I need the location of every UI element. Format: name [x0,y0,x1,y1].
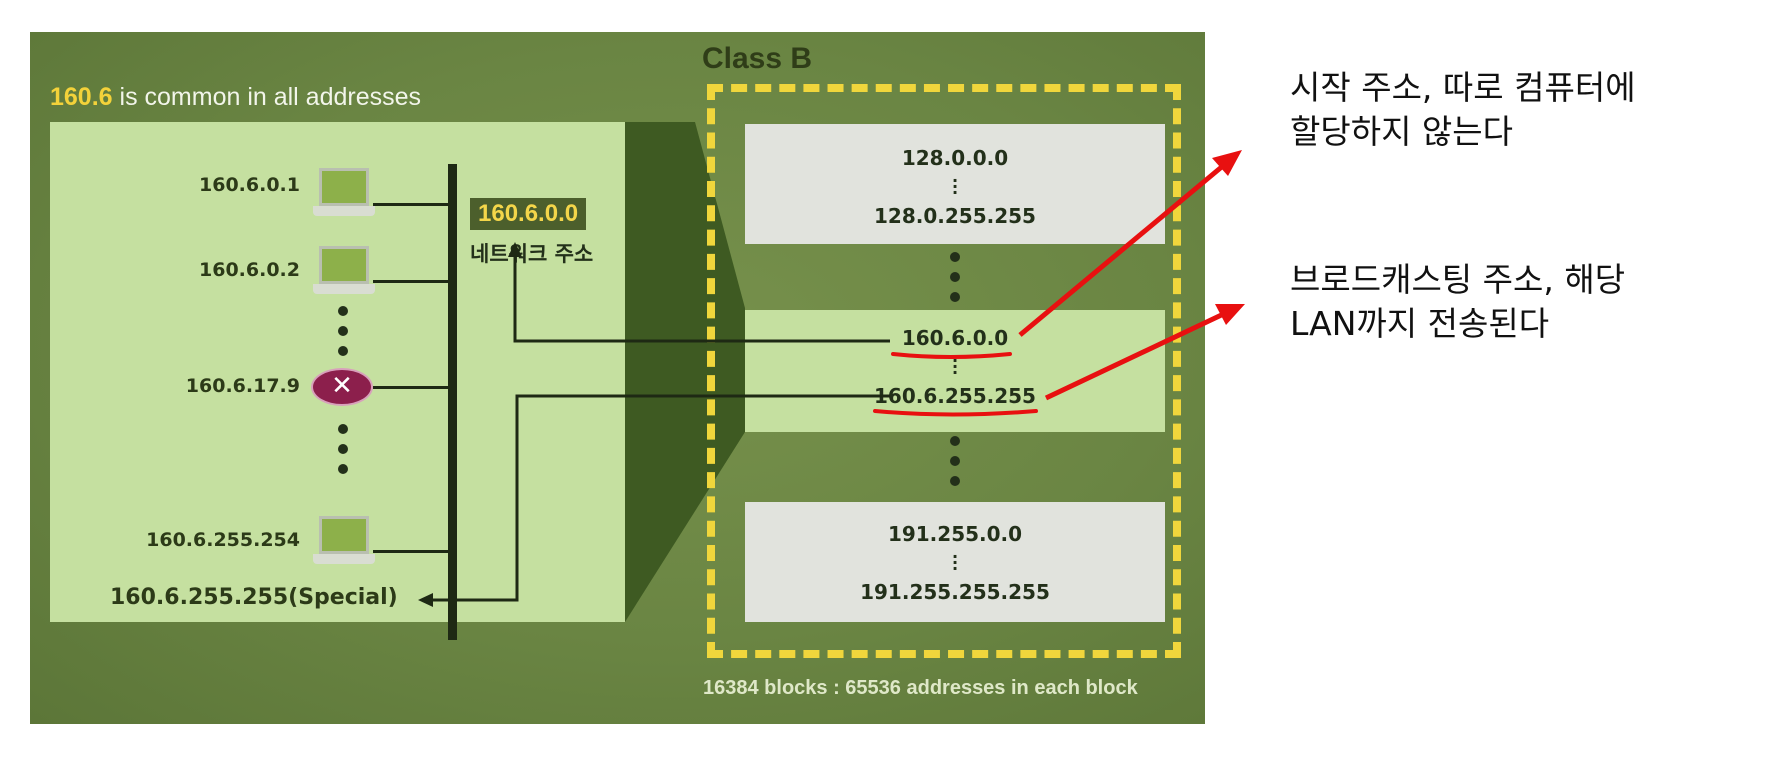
block-last-address: 160.6.255.255 [874,384,1036,408]
block-first-address: 128.0.0.0 [901,146,1009,170]
annotation-line: LAN까지 전송된다 [1290,304,1550,343]
vertical-ellipsis: ··· [951,351,959,382]
router-icon: ✕ [311,368,373,406]
annotation-line: 브로드캐스팅 주소, 해당 [1290,260,1626,299]
block-last-address: 128.0.255.255 [874,204,1036,228]
block-first-address: 160.6.0.0 [901,326,1009,350]
arrowhead-left [418,593,433,607]
header-highlight: 160.6 [50,83,113,111]
underline-broadcast-address [873,409,1038,417]
ellipsis-dot [950,476,960,486]
vertical-ellipsis: ··· [951,547,959,578]
host-label-1: 160.6.0.1 [199,174,300,196]
class-b-dashed-box [707,84,1181,658]
ellipsis-dot [950,272,960,282]
host-connector [373,203,449,206]
block-last-address: 191.255.255.255 [860,580,1050,604]
address-block-middle: 160.6.0.0 ··· 160.6.255.255 [745,310,1165,432]
annotation-line: 시작 주소, 따로 컴퓨터에 [1290,68,1636,107]
laptop-icon [313,516,375,572]
host-connector [373,550,449,553]
class-title: Class B [702,42,813,75]
annotation-line: 할당하지 않는다 [1290,112,1514,151]
ellipsis-dot [338,326,348,336]
red-arrow-line [1044,307,1234,401]
host-label-2: 160.6.0.2 [199,259,300,281]
host-label-3: 160.6.17.9 [185,375,300,397]
ellipsis-dot [338,464,348,474]
annotation-network-address: 시작 주소, 따로 컴퓨터에 할당하지 않는다 [1290,66,1636,154]
zoom-wedge [625,122,745,622]
footer-note: 16384 blocks : 65536 addresses in each b… [703,677,1138,699]
ellipsis-dot [950,436,960,446]
network-address-label: 네트워크 주소 [470,242,594,266]
vertical-ellipsis: ··· [951,171,959,202]
ellipsis-dot [338,346,348,356]
ellipsis-dot [338,306,348,316]
host-connector [373,386,449,389]
ellipsis-dot [950,456,960,466]
annotation-broadcast-address: 브로드캐스팅 주소, 해당 LAN까지 전송된다 [1290,258,1625,346]
address-block-first: 128.0.0.0 ··· 128.0.255.255 [745,124,1165,244]
slide-frame: 160.6 is common in all addresses 160.6.0… [30,32,1205,724]
arrowhead-up [508,242,522,257]
connector-arrows [418,242,890,607]
block-first-address: 191.255.0.0 [887,522,1023,546]
header-text: is common in all addresses [112,83,422,111]
slide-header: 160.6 is common in all addresses [50,83,421,112]
red-arrowhead [1215,304,1245,325]
address-block-last: 191.255.0.0 ··· 191.255.255.255 [745,502,1165,622]
lan-bus [448,164,457,640]
host-label-4: 160.6.255.254 [146,529,300,551]
underline-network-address [891,352,1012,359]
laptop-icon [313,246,375,302]
ellipsis-dot [338,444,348,454]
laptop-icon [313,168,375,224]
red-arrowhead [1212,150,1242,176]
network-address-badge: 160.6.0.0 [470,198,587,230]
special-address-label: 160.6.255.255(Special) [110,585,398,610]
ellipsis-dot [338,424,348,434]
ellipsis-dot [950,292,960,302]
ellipsis-dot [950,252,960,262]
red-arrow-line [1018,158,1232,337]
host-connector [373,280,449,283]
